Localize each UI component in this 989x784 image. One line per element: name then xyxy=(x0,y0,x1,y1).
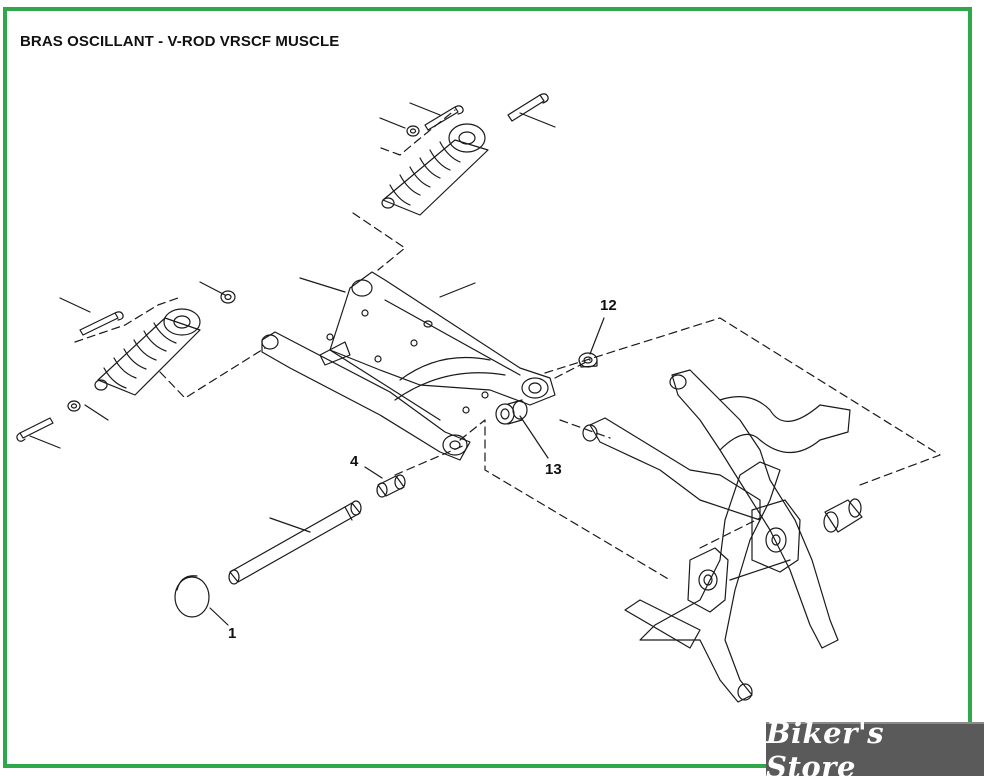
frame-sleeve xyxy=(823,498,863,533)
end-cap-1 xyxy=(174,575,210,618)
spacer-4 xyxy=(376,474,406,498)
pivot-shaft xyxy=(228,500,362,585)
callout-13: 13 xyxy=(545,461,562,478)
callout-12: 12 xyxy=(600,297,617,314)
frame-section xyxy=(582,369,851,703)
leader-lines xyxy=(29,102,605,626)
bikers-store-logo: Biker's Store xyxy=(766,716,984,784)
upper-shock-absorber xyxy=(381,123,489,216)
upper-bolts xyxy=(406,93,549,137)
callout-1: 1 xyxy=(228,625,237,642)
assembly-dashed-lines xyxy=(74,109,941,581)
left-hardware xyxy=(16,290,236,442)
logo-text: Biker's Store xyxy=(766,716,885,784)
swingarm xyxy=(261,271,556,461)
left-shock-absorber xyxy=(94,308,201,396)
callout-4: 4 xyxy=(350,453,359,470)
diagram-title: BRAS OSCILLANT - V-ROD VRSCF MUSCLE xyxy=(20,33,340,50)
diagram-frame xyxy=(3,7,972,768)
bushing-12 xyxy=(578,352,598,368)
bearing-13 xyxy=(495,399,528,425)
